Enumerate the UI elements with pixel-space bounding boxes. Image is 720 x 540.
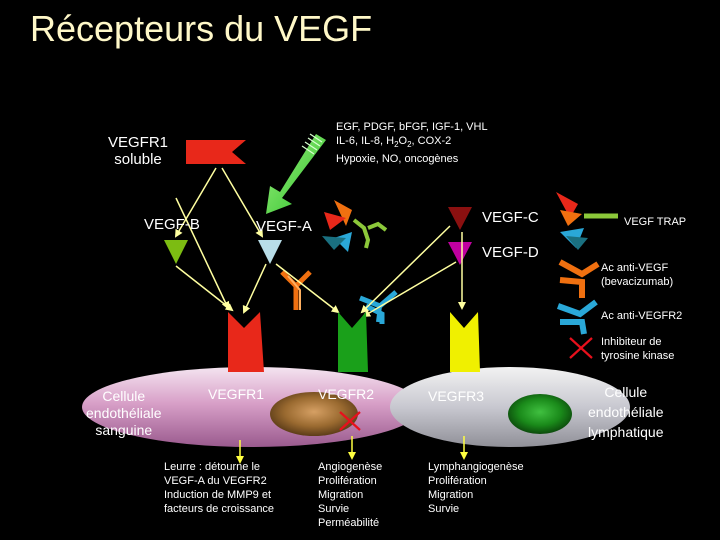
soluble-vegfr1-shape: [186, 140, 246, 164]
vegfr3-receptor: [450, 312, 480, 372]
effects-vegfr1: Leurre : détourne le VEGF-A du VEGFR2 In…: [164, 461, 275, 515]
arrow-vegfr1soluble-to-vegfb: [175, 197, 230, 310]
label-vegfr3: VEGFR3: [428, 388, 485, 404]
label-vegf-a: VEGF-A: [256, 218, 312, 235]
vegf-d-triangle: [448, 242, 472, 265]
arrow-vegfd-vegfr2: [362, 261, 457, 318]
inhibitor-x-vegfr2: [339, 411, 361, 431]
arrow-vegfb-vegfr1: [175, 265, 234, 312]
nucleus-blood: [270, 392, 358, 436]
legend-anti-vegf-icon: [558, 259, 600, 298]
label-vegfr1-soluble: VEGFR1 soluble: [108, 134, 169, 168]
legend-inhibitor-x-icon: [569, 337, 593, 359]
legend-vegf-trap-label: VEGF TRAP: [624, 216, 687, 228]
vegfr1-receptor: [228, 312, 264, 372]
induction-factors: EGF, PDGF, bFGF, IGF-1, VHL IL-6, IL-8, …: [336, 120, 488, 166]
label-vegfr1: VEGFR1: [208, 386, 265, 402]
factors-line-1: EGF, PDGF, bFGF, IGF-1, VHL: [336, 121, 488, 133]
arrow-vegfc-vegfr2: [360, 225, 451, 314]
arrow-vegfa-vegfr1: [242, 263, 267, 314]
legend-inhibitor-label: Inhibiteur de tyrosine kinase: [601, 336, 675, 362]
legend-anti-vegfr2-icon: [556, 299, 598, 335]
nucleus-lymph: [508, 394, 572, 434]
page-title: Récepteurs du VEGF: [30, 8, 373, 49]
vegf-trap-central: [322, 200, 388, 252]
vegfr2-receptor: [338, 312, 368, 372]
factors-line-2: IL-6, IL-8, H2O2, COX-2: [336, 135, 452, 150]
label-vegf-b: VEGF-B: [144, 216, 200, 233]
anti-vegf-antibody-central: [280, 270, 312, 310]
legend-anti-vegfr2-label: Ac anti-VEGFR2: [601, 310, 683, 322]
effects-vegfr2: Angiogenèse Prolifération Migration Surv…: [318, 461, 383, 529]
label-lymph-cell: Cellule endothéliale lymphatique: [588, 384, 664, 440]
label-vegf-c: VEGF-C: [482, 209, 539, 226]
label-vegfr2: VEGFR2: [318, 386, 375, 402]
factors-line-3: Hypoxie, NO, oncogènes: [336, 153, 459, 166]
arrow-soluble-vegfa: [221, 167, 264, 238]
legend-vegf-trap-icon: [556, 192, 618, 250]
label-vegf-d: VEGF-D: [482, 244, 539, 261]
effects-vegfr3: Lymphangiogenèse Prolifération Migration…: [428, 461, 524, 515]
legend-anti-vegf-label: Ac anti-VEGF (bevacizumab): [601, 262, 674, 288]
arrow-soluble-vegfb: [174, 167, 217, 238]
vegf-b-triangle: [164, 240, 188, 264]
arrow-vegfa-vegfr2: [275, 263, 340, 314]
vegf-c-triangle: [448, 207, 472, 230]
green-induction-arrow: [266, 133, 326, 214]
label-blood-cell: Cellule endothéliale sanguine: [86, 388, 162, 438]
lymphatic-endothelial-cell: [390, 367, 630, 447]
vegf-a-triangle: [258, 240, 282, 264]
